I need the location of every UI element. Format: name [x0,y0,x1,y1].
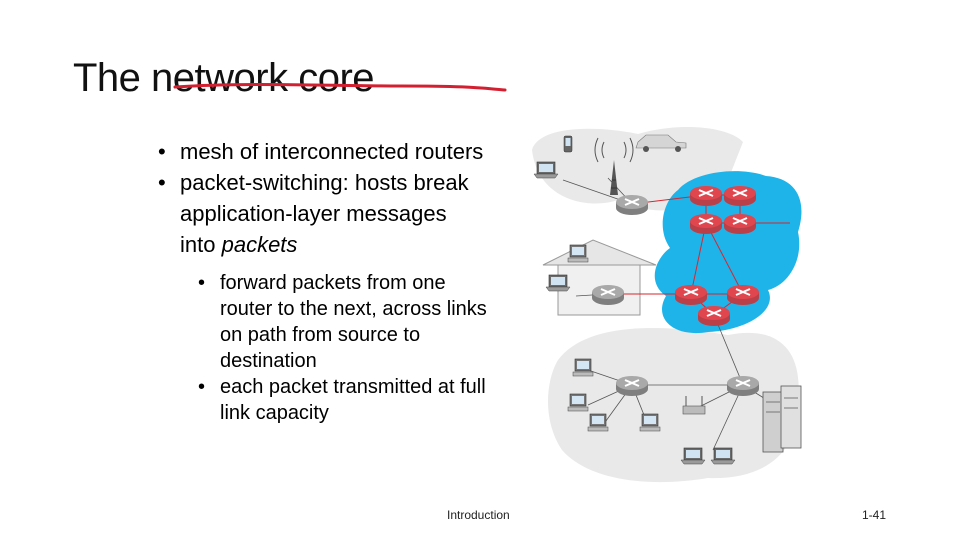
sub-bullet-text-transmit: each packet transmitted at full link cap… [220,376,486,424]
router-icon [592,285,624,305]
sub-bullet-item: • forward packets from one router to the… [198,270,488,374]
sub-bullet-item: • each packet transmitted at full link c… [198,374,488,426]
bullet-glyph: • [158,167,166,198]
network-core-diagram [528,120,808,490]
router-icon [727,376,759,396]
router-icon [690,186,722,206]
laptop-icon [640,414,660,431]
sub-bullet-list: • forward packets from one router to the… [198,264,488,426]
laptop-icon [573,359,593,376]
phone-icon [564,136,572,152]
router-icon [724,214,756,234]
bullet-text-mesh: mesh of interconnected routers [180,139,483,164]
router-icon [690,214,722,234]
router-icon [616,376,648,396]
router-icon [724,186,756,206]
laptop-icon [681,448,705,464]
footer-slide-number: 1-41 [862,508,886,522]
footer-section-label: Introduction [447,508,510,522]
emphasis-packets: packets [222,232,298,257]
router-icon [616,195,648,215]
router-icon [698,306,730,326]
laptop-icon [568,394,588,411]
laptop-icon [534,162,558,178]
router-icon [727,285,759,305]
laptop-icon [546,275,570,291]
bullet-list: • mesh of interconnected routers • packe… [158,136,488,426]
laptop-icon [568,245,588,262]
laptop-icon [588,414,608,431]
sub-bullet-text-forward: forward packets from one router to the n… [220,272,487,372]
server-icon [763,386,801,452]
laptop-icon [711,448,735,464]
router-icon [675,285,707,305]
bullet-glyph: • [198,270,205,296]
bullet-item: • mesh of interconnected routers [158,136,488,167]
bullet-glyph: • [158,136,166,167]
bullet-item: • packet-switching: hosts break applicat… [158,167,488,260]
bullet-glyph: • [198,374,205,400]
slide-title: The network core [73,56,374,101]
